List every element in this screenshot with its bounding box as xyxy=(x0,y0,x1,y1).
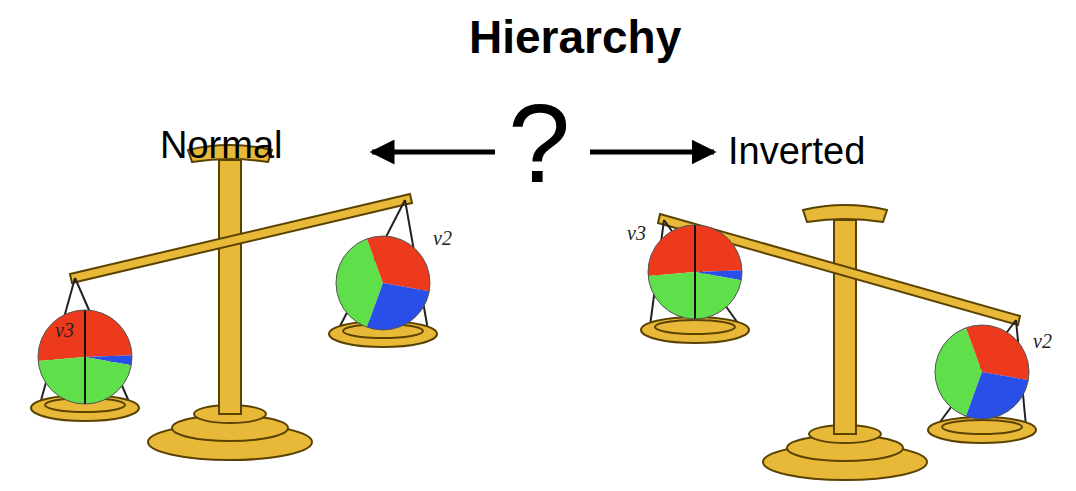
flavor-pie xyxy=(933,323,1031,421)
state-label: ν3 xyxy=(627,222,646,245)
hierarchy-label: Inverted xyxy=(728,130,865,173)
normal-scale xyxy=(31,145,437,460)
pie-slice xyxy=(966,372,1028,419)
flavor-pie xyxy=(36,308,134,406)
pan-string xyxy=(694,225,696,319)
flavor-pie xyxy=(334,234,432,332)
pie-outline xyxy=(648,225,742,319)
hierarchy-label: Normal xyxy=(160,124,282,167)
pie-outline xyxy=(38,310,132,404)
neutrino-mass-state: ν3 xyxy=(646,223,744,321)
arrow xyxy=(590,150,714,155)
pie-outline xyxy=(935,325,1029,419)
flavor-pie xyxy=(646,223,744,321)
state-label: ν2 xyxy=(433,227,452,250)
inverted-scale xyxy=(641,205,1036,480)
state-label: ν3 xyxy=(55,319,74,342)
pie-slice xyxy=(367,283,429,330)
arrow xyxy=(372,150,495,155)
state-label: ν2 xyxy=(1033,330,1052,353)
pie-slice xyxy=(966,325,1029,380)
title: Hierarchy xyxy=(469,10,681,64)
neutrino-mass-state: ν2 xyxy=(334,234,432,332)
neutrino-mass-state: ν2 xyxy=(933,323,1031,421)
pie-outline xyxy=(336,236,430,330)
neutrino-mass-state: ν3 xyxy=(36,308,134,406)
question-mark: ? xyxy=(508,88,570,200)
pan-string xyxy=(84,310,86,404)
pie-slice xyxy=(367,236,430,291)
